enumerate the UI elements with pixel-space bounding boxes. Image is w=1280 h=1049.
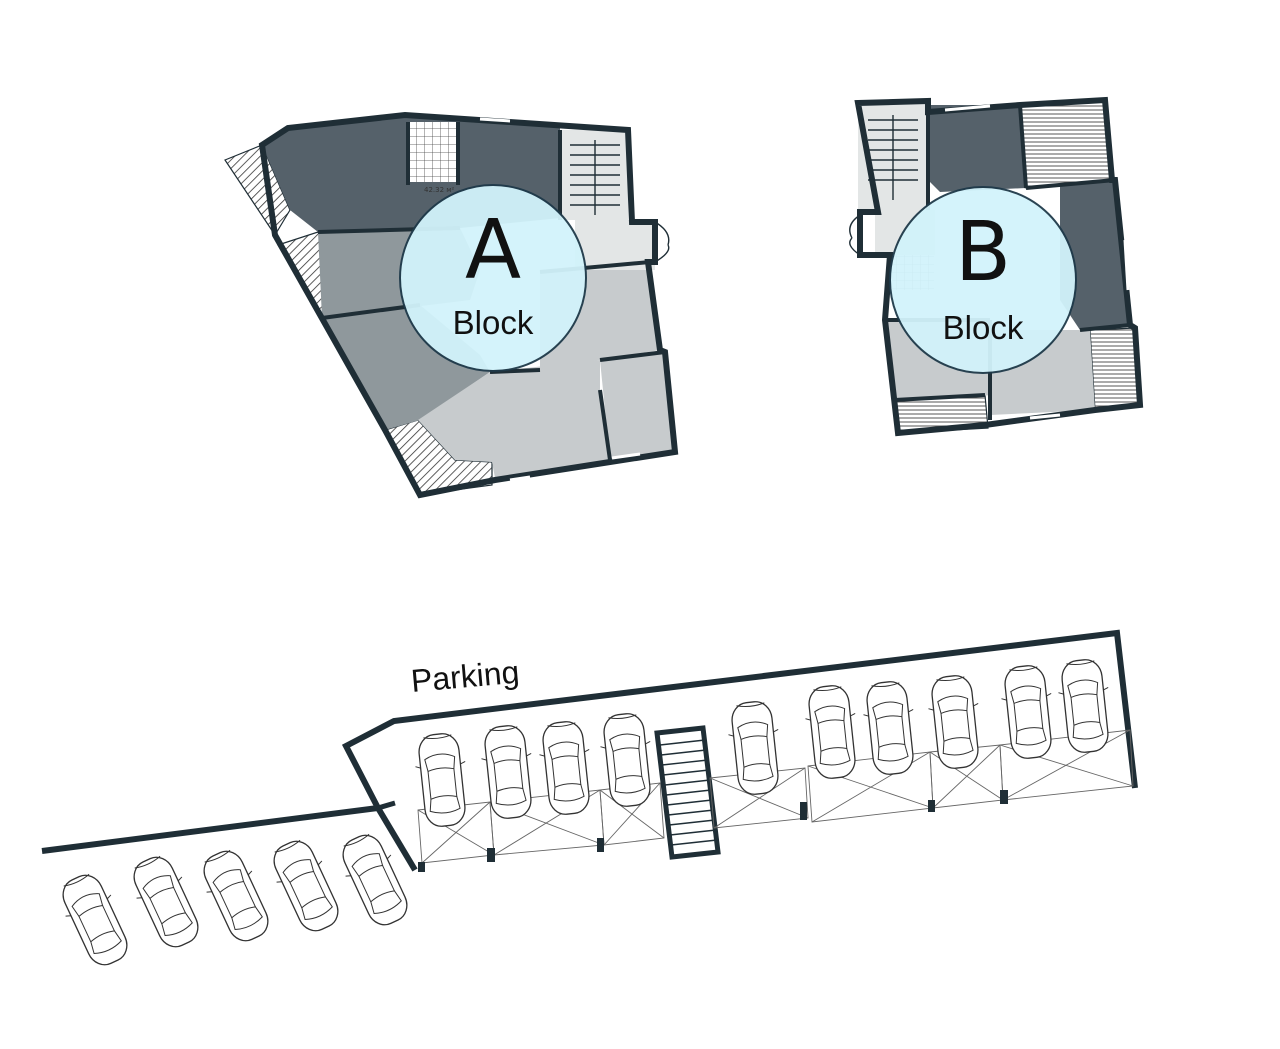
car-11 xyxy=(52,867,138,973)
block-a-marker[interactable]: A Block xyxy=(399,184,587,372)
bathroom-a-grid xyxy=(408,122,458,182)
car-2 xyxy=(477,722,539,822)
outdoor-parking-cars xyxy=(52,827,418,973)
balcony-b-2 xyxy=(1089,327,1141,411)
parking-pillars xyxy=(418,790,1008,872)
stairs-a xyxy=(570,140,620,215)
car-1 xyxy=(411,730,473,830)
parking-label: Parking xyxy=(409,654,520,699)
car-12 xyxy=(123,849,209,955)
car-13 xyxy=(193,843,279,949)
car-4 xyxy=(596,710,658,810)
car-14 xyxy=(263,833,349,939)
stairs-b xyxy=(868,115,918,200)
car-7 xyxy=(859,678,921,778)
car-10 xyxy=(1054,656,1116,756)
apartment-b-dark-1 xyxy=(928,105,1026,192)
block-a-outline xyxy=(258,111,679,499)
car-5 xyxy=(724,698,786,798)
apartment-b-dark-2 xyxy=(1060,180,1130,330)
car-9 xyxy=(997,662,1059,762)
block-a-letter: A xyxy=(465,203,521,298)
balcony-b-1 xyxy=(1019,99,1113,189)
parking-stairs xyxy=(654,725,721,860)
car-15 xyxy=(332,827,418,933)
car-3 xyxy=(535,718,597,818)
parking-outline xyxy=(41,629,1138,854)
block-b-marker[interactable]: B Block xyxy=(889,186,1077,374)
apartment-a-light-3 xyxy=(600,352,675,460)
windows-b xyxy=(944,104,1130,420)
door-b-entrance xyxy=(849,214,861,256)
apartment-a-light-2 xyxy=(418,360,610,478)
block-a-word: Block xyxy=(453,304,534,341)
car-8 xyxy=(924,672,986,772)
door-a-entrance xyxy=(654,221,670,263)
area-label-a: 42.32 м² xyxy=(424,186,455,194)
parking-ramp-wall xyxy=(375,806,418,872)
windows-a xyxy=(479,117,641,482)
block-b-letter: B xyxy=(955,205,1011,300)
parking-area: Parking xyxy=(41,629,1138,973)
block-b-word: Block xyxy=(943,309,1024,346)
